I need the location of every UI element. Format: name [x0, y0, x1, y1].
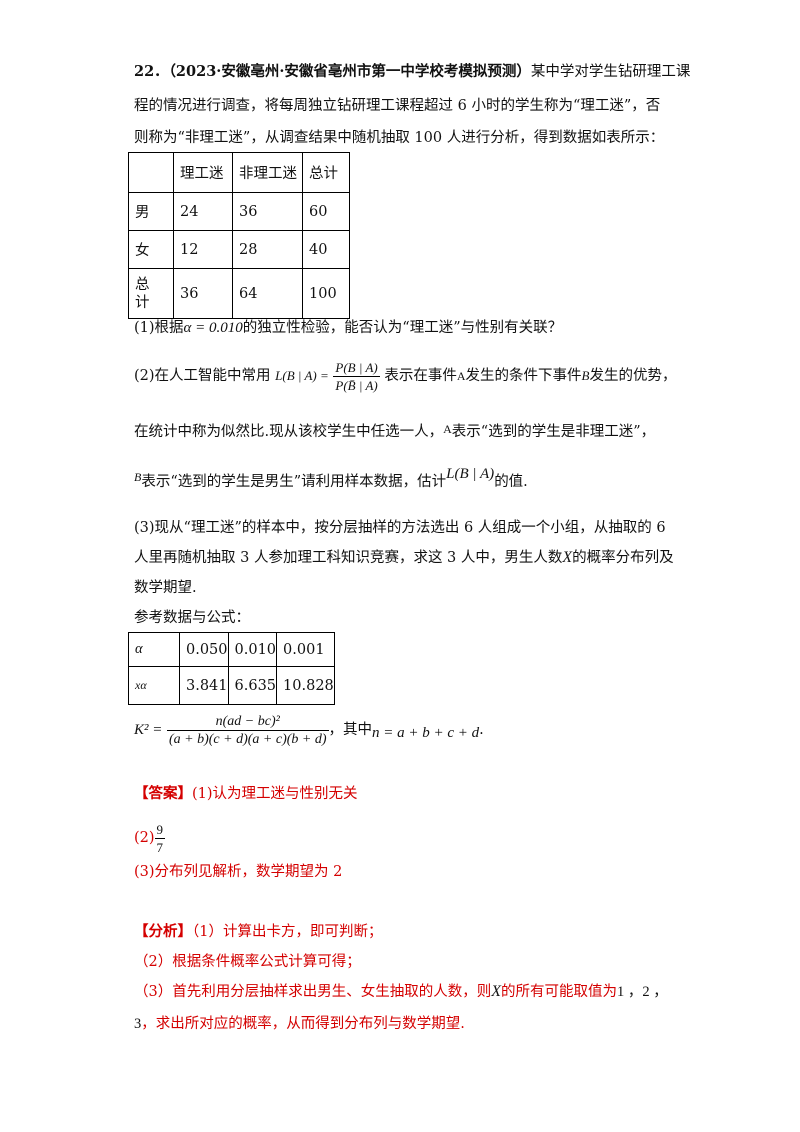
question-3-line-2: 人里再随机抽取 3 人参加理工科知识竞赛，求这 3 人中，男生人数X的概率分布列…: [134, 548, 674, 568]
q1-alpha-math: α = 0.010: [183, 320, 243, 336]
q3-line2-prefix: 人里再随机抽取 3 人参加理工科知识竞赛，求这 3 人中，男生人数: [134, 550, 563, 566]
q1-prefix: (1)根据: [134, 320, 184, 336]
formula-mid: ，其中: [328, 722, 373, 738]
table-header: 理工迷: [173, 152, 233, 193]
analysis-line-2: （2）根据条件概率公式计算可得；: [134, 954, 361, 970]
table-cell: 女: [128, 230, 174, 269]
q2-line3-math: L(B | A): [446, 466, 495, 482]
problem-line-3: 则称为“非理工迷”，从调查结果中随机抽取 100 人进行分析，得到数据如表所示：: [134, 130, 665, 146]
question-2-line-1: (2)在人工智能中常用 L(B | A) = P(B | A)P(B̄ | A)…: [134, 356, 676, 396]
q3-line2-suffix: 的概率分布列及: [572, 550, 674, 566]
table-header-row: 理工迷 非理工迷 总计: [128, 152, 350, 193]
q2-text-a: 表示在事件: [384, 368, 457, 384]
analysis-1: （1）计算出卡方，即可判断；: [192, 924, 383, 940]
problem-intro-1: 某中学对学生钻研理工课: [530, 64, 691, 80]
q2-line2-suffix: 表示“选到的学生是非理工迷”，: [451, 424, 656, 440]
table-cell: 100: [302, 268, 350, 319]
table-cell: 0.001: [276, 632, 335, 667]
answer-1: (1)认为理工迷与性别无关: [192, 786, 358, 802]
q2-text-b: 发生的条件下事件: [465, 368, 582, 384]
table-cell: [128, 152, 174, 193]
table-cell: 总 计: [128, 268, 174, 319]
analysis-line-4: 3，求出所对应的概率，从而得到分布列与数学期望.: [134, 1014, 465, 1034]
table-row: xα 3.841 6.635 10.828: [128, 666, 335, 705]
table-cell: 3.841: [179, 666, 229, 705]
question-3-line-3: 数学期望.: [134, 580, 197, 596]
q1-suffix: 的独立性检验，能否认为“理工迷”与性别有关联？: [242, 320, 563, 336]
table-cell: xα: [128, 666, 180, 705]
question-1: (1)根据α = 0.010的独立性检验，能否认为“理工迷”与性别有关联？: [134, 318, 562, 338]
analysis-4-text: ，求出所对应的概率，从而得到分布列与数学期望.: [141, 1016, 465, 1032]
table-row: 女 12 28 40: [128, 230, 350, 269]
table-cell: 36: [173, 268, 233, 319]
table-row: 男 24 36 60: [128, 192, 350, 231]
fraction-numerator: 9: [154, 821, 166, 839]
q2-var-a: A: [456, 369, 466, 383]
table-cell: 0.050: [179, 632, 229, 667]
q2-line3-suffix: 的值.: [494, 474, 528, 490]
table-cell: 36: [232, 192, 303, 231]
answer-line-3: (3)分布列见解析，数学期望为 2: [134, 864, 343, 880]
fraction-denominator: P(B̄ | A): [335, 377, 378, 393]
table-cell: 28: [232, 230, 303, 269]
fraction-numerator: n(ad − bc)²: [166, 713, 329, 731]
analysis-var-x: X: [491, 983, 502, 1000]
q2-line2-var: A: [443, 422, 452, 436]
critical-values-table: α 0.050 0.010 0.001 xα 3.841 6.635 10.82…: [128, 632, 335, 705]
survey-table: 理工迷 非理工迷 总计 男 24 36 60 女 12 28 40 总 计 36…: [128, 152, 350, 319]
q3-var-x: X: [562, 549, 573, 566]
fraction-denominator: (a + b)(c + d)(a + c)(b + d): [168, 731, 327, 747]
q2-var-b: B: [581, 368, 590, 383]
table-cell: 64: [232, 268, 303, 319]
q2-prefix: (2)在人工智能中常用: [134, 368, 271, 384]
analysis-label: 【分析】: [134, 923, 192, 940]
formula-end: .: [479, 722, 484, 738]
question-2-line-2: 在统计中称为似然比.现从该校学生中任选一人，A表示“选到的学生是非理工迷”，: [134, 422, 655, 442]
table-cell: 0.010: [227, 632, 278, 667]
table-row: 总 计 36 64 100: [128, 268, 350, 319]
problem-source: （2023·安徽亳州·安徽省亳州市第一中学校考模拟预测）: [168, 63, 531, 80]
table-cell: 10.828: [276, 666, 335, 705]
table-cell: 24: [173, 192, 233, 231]
q2-line3-text: 表示“选到的学生是男生”请利用样本数据，估计: [141, 474, 447, 490]
table-cell: 40: [302, 230, 350, 269]
problem-line-2: 程的情况进行调查，将每周独立钻研理工课程超过 6 小时的学生称为“理工迷”，否: [134, 98, 661, 114]
answer-label: 【答案】: [134, 785, 192, 802]
formula-fraction: n(ad − bc)²(a + b)(c + d)(a + c)(b + d): [166, 713, 329, 748]
table-header: 非理工迷: [232, 152, 303, 193]
table-cell: 6.635: [227, 666, 278, 705]
answer-line-1: 【答案】(1)认为理工迷与性别无关: [134, 784, 358, 804]
formula-lhs: K² =: [134, 722, 163, 738]
fraction-numerator: P(B | A): [333, 359, 380, 377]
q2-likelihood-fraction: P(B | A)P(B̄ | A): [333, 359, 380, 394]
analysis-line-3: （3）首先利用分层抽样求出男生、女生抽取的人数，则X的所有可能取值为1 ，2 ，: [134, 982, 668, 1002]
answer-2-prefix: (2): [134, 830, 155, 846]
table-cell: 男: [128, 192, 174, 231]
q2-line3-var: B: [134, 470, 142, 484]
chi-square-formula: K² = n(ad − bc)²(a + b)(c + d)(a + c)(b …: [134, 710, 484, 750]
problem-number: 22．: [134, 63, 169, 80]
reference-label: 参考数据与公式：: [134, 610, 250, 626]
analysis-4-value: 3: [134, 1016, 142, 1032]
analysis-3-values: 1 ，2 ，: [617, 984, 668, 1000]
table-cell: 12: [173, 230, 233, 269]
q2-likelihood-lhs: L(B | A) =: [275, 368, 329, 383]
table-header: 总计: [302, 152, 350, 193]
question-3-line-1: (3)现从“理工迷”的样本中，按分层抽样的方法选出 6 人组成一个小组，从抽取的…: [134, 520, 666, 536]
fraction-denominator: 7: [156, 839, 164, 855]
problem-line-1: 22．（2023·安徽亳州·安徽省亳州市第一中学校考模拟预测）某中学对学生钻研理…: [134, 62, 690, 82]
table-row: α 0.050 0.010 0.001: [128, 632, 335, 667]
table-cell: 60: [302, 192, 350, 231]
analysis-3-prefix: （3）首先利用分层抽样求出男生、女生抽取的人数，则: [134, 984, 492, 1000]
formula-n: n = a + b + c + d: [372, 725, 480, 741]
table-cell: α: [128, 632, 180, 667]
q2-line2-prefix: 在统计中称为似然比.现从该校学生中任选一人，: [134, 424, 444, 440]
analysis-3-mid: 的所有可能取值为: [501, 984, 618, 1000]
analysis-line-1: 【分析】（1）计算出卡方，即可判断；: [134, 922, 382, 942]
q2-text-c: 发生的优势，: [589, 368, 677, 384]
question-2-line-3: B表示“选到的学生是男生”请利用样本数据，估计L(B | A)的值.: [134, 466, 528, 492]
